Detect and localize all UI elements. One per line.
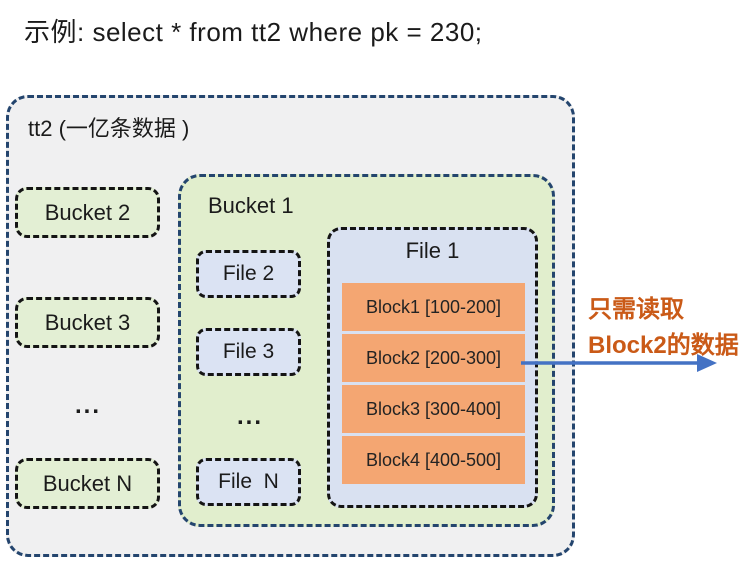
block-2: Block2 [200-300] (342, 334, 525, 382)
file-2-box: File 2 (196, 250, 301, 298)
read-block2-arrow-icon (521, 354, 717, 372)
page-title: 示例: select * from tt2 where pk = 230; (24, 17, 483, 47)
file-1-label: File 1 (405, 238, 460, 263)
annotation-line-2: Block2的数据 (588, 332, 739, 359)
file-3-box: File 3 (196, 328, 301, 376)
block-4: Block4 [400-500] (342, 436, 525, 484)
bucket-1-label: Bucket 1 (208, 193, 294, 218)
annotation-line-1: 只需读取 (588, 296, 684, 323)
buckets-ellipsis: ... (74, 392, 101, 419)
bucket-3-box: Bucket 3 (15, 297, 160, 348)
file-n-box: File N (196, 458, 301, 506)
block-3: Block3 [300-400] (342, 385, 525, 433)
bucket-2-box: Bucket 2 (15, 187, 160, 238)
bucket-n-box: Bucket N (15, 458, 160, 509)
block-1: Block1 [100-200] (342, 283, 525, 331)
table-tt2-label: tt2 (一亿条数据 ) (28, 116, 190, 141)
annotation-text: 只需读取 Block2的数据 (588, 292, 739, 364)
files-ellipsis: ... (236, 403, 263, 430)
